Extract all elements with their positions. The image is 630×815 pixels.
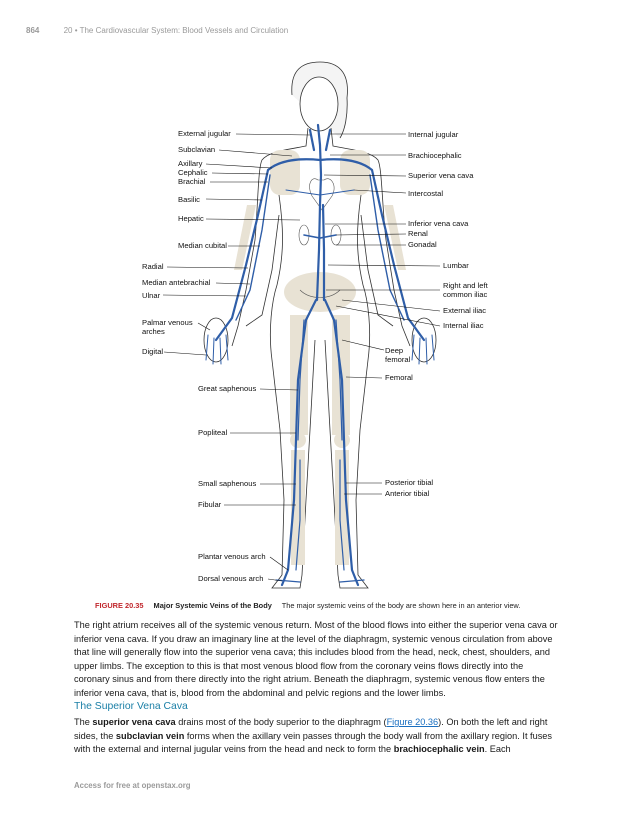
- p2-text-a: The: [74, 717, 93, 727]
- label-inferior-vena-cava: Inferior vena cava: [408, 219, 469, 228]
- label-posterior-tibial: Posterior tibial: [385, 478, 433, 487]
- figure-number: FIGURE 20.35: [95, 601, 144, 610]
- page-header: 864 20 • The Cardiovascular System: Bloo…: [26, 26, 288, 35]
- body-paragraph-2: The superior vena cava drains most of th…: [74, 716, 558, 757]
- label-radial: Radial: [142, 262, 164, 271]
- label-superior-vena-cava: Superior vena cava: [408, 171, 474, 180]
- label-internal-jugular: Internal jugular: [408, 130, 459, 139]
- label-median-cubital: Median cubital: [178, 241, 227, 250]
- label-cephalic: Cephalic: [178, 168, 208, 177]
- label-palmar-arches: arches: [142, 327, 165, 336]
- chapter-title: 20 • The Cardiovascular System: Blood Ve…: [63, 26, 289, 35]
- label-brachiocephalic: Brachiocephalic: [408, 151, 462, 160]
- figure-caption: FIGURE 20.35 Major Systemic Veins of the…: [95, 601, 615, 610]
- label-subclavian: Subclavian: [178, 145, 215, 154]
- p2-text-d: ). On both the left and right sides, the: [74, 717, 548, 741]
- label-plantar-venous-arch: Plantar venous arch: [198, 552, 266, 561]
- p2-text-c: drains most of the body superior to the …: [175, 717, 387, 727]
- label-basilic: Basilic: [178, 195, 200, 204]
- label-external-jugular: External jugular: [178, 129, 231, 138]
- label-femoral-deep: femoral: [385, 355, 411, 364]
- label-renal: Renal: [408, 229, 428, 238]
- p2-text-h: . Each: [484, 744, 511, 754]
- label-great-saphenous: Great saphenous: [198, 384, 256, 393]
- label-popliteal: Popliteal: [198, 428, 227, 437]
- label-anterior-tibial: Anterior tibial: [385, 489, 430, 498]
- label-intercostal: Intercostal: [408, 189, 443, 198]
- label-digital: Digital: [142, 347, 163, 356]
- label-common-iliac-1: Right and left: [443, 281, 489, 290]
- label-deep: Deep: [385, 346, 403, 355]
- venous-system-figure: External jugular Subclavian Axillary Cep…: [142, 61, 489, 589]
- label-external-iliac: External iliac: [443, 306, 486, 315]
- label-common-iliac-2: common iliac: [443, 290, 488, 299]
- page-footer: Access for free at openstax.org: [74, 781, 191, 790]
- figure-title: Major Systemic Veins of the Body: [153, 601, 272, 610]
- label-lumbar: Lumbar: [443, 261, 469, 270]
- label-internal-iliac: Internal iliac: [443, 321, 484, 330]
- p2-text-f: forms when the axillary vein passes thro…: [74, 730, 553, 755]
- label-gonadal: Gonadal: [408, 240, 437, 249]
- label-median-antebrachial: Median antebrachial: [142, 278, 211, 287]
- label-palmar-venous: Palmar venous: [142, 318, 193, 327]
- label-axillary: Axillary: [178, 159, 203, 168]
- page-number: 864: [26, 26, 40, 35]
- term-subclavian-vein: subclavian vein: [115, 730, 185, 741]
- term-superior-vena-cava: superior vena cava: [92, 717, 176, 727]
- term-brachiocephalic-vein: brachiocephalic vein: [393, 744, 485, 754]
- body-paragraph-1: The right atrium receives all of the sys…: [74, 620, 558, 698]
- figure-caption-text: The major systemic veins of the body are…: [281, 601, 521, 610]
- label-brachial: Brachial: [178, 177, 206, 186]
- label-hepatic: Hepatic: [178, 214, 204, 223]
- section-heading: The Superior Vena Cava: [74, 701, 188, 712]
- labels-right: Internal jugular Brachiocephalic Superio…: [385, 130, 489, 498]
- label-fibular: Fibular: [198, 500, 222, 509]
- label-small-saphenous: Small saphenous: [198, 479, 256, 488]
- label-dorsal-venous-arch: Dorsal venous arch: [198, 574, 263, 583]
- label-ulnar: Ulnar: [142, 291, 161, 300]
- leader-lines: [162, 133, 441, 582]
- label-femoral: Femoral: [385, 373, 413, 382]
- labels-left: External jugular Subclavian Axillary Cep…: [142, 129, 266, 583]
- figure-20-36-link[interactable]: Figure 20.36: [386, 717, 439, 727]
